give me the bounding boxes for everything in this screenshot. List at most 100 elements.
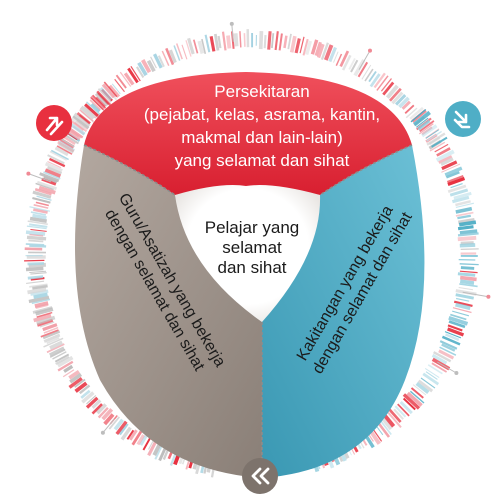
ring-pin-line	[437, 361, 457, 374]
ring-tick-top	[157, 55, 165, 68]
ring-tick-right	[458, 217, 475, 225]
ring-tick-top	[401, 100, 411, 110]
ring-tick-top	[209, 36, 216, 52]
ring-tick-left	[27, 275, 44, 280]
ring-tick-right	[426, 132, 446, 146]
ring-tick-top	[239, 31, 242, 48]
ring-tick-right	[457, 214, 472, 220]
ring-tick-left	[36, 311, 53, 318]
ring-tick-top	[316, 43, 325, 59]
ring-tick-top	[373, 72, 386, 89]
ring-tick-top	[361, 64, 372, 80]
ring-tick-right	[460, 241, 474, 245]
ring-tick-left	[43, 337, 64, 348]
ring-tick-top	[305, 40, 313, 56]
ring-tick-left	[103, 81, 118, 98]
ring-tick-left	[97, 88, 112, 103]
center-line-2: selamat	[222, 238, 282, 257]
ring-tick-top	[382, 81, 395, 96]
ring-tick-left	[54, 353, 70, 363]
ring-tick-left	[96, 90, 112, 106]
ring-tick-left	[71, 117, 86, 130]
center-line-1: Pelajar yang	[205, 218, 300, 237]
ring-tick-right	[455, 293, 474, 300]
ring-tick-top	[395, 94, 407, 106]
ring-tick-right	[451, 195, 470, 204]
ring-tick-left	[79, 105, 96, 120]
ring-tick-right	[459, 263, 479, 266]
ring-tick-left	[27, 287, 47, 295]
ring-tick-right	[421, 124, 438, 138]
ring-tick-right	[447, 327, 465, 337]
ring-tick-left	[26, 235, 47, 241]
ring-tick-top	[320, 42, 329, 60]
top-line-3: makmal dan lain-lain)	[181, 128, 343, 147]
ring-tick-right	[439, 340, 458, 350]
ring-tick-top	[267, 31, 272, 50]
ring-pin-line	[462, 291, 489, 298]
ring-tick-top	[391, 91, 404, 105]
ring-tick-top	[150, 56, 157, 69]
ring-tick-top	[333, 51, 339, 63]
ring-tick-top	[201, 38, 207, 54]
ring-tick-right	[459, 243, 476, 248]
ring-tick-left	[84, 103, 100, 118]
ring-tick-right	[445, 171, 460, 179]
ring-tick-left	[46, 337, 60, 345]
ring-tick-top	[289, 35, 297, 53]
ring-tick-top	[115, 74, 127, 89]
ring-tick-left	[46, 166, 63, 175]
ring-tick-top	[204, 34, 211, 53]
ring-tick-left	[94, 92, 109, 107]
ring-tick-left	[27, 262, 45, 266]
ring-tick-left	[44, 161, 63, 173]
ring-tick-right	[393, 408, 404, 420]
ring-tick-right	[455, 211, 474, 217]
ring-tick-top	[376, 75, 389, 91]
ring-tick-right	[460, 248, 479, 250]
ring-tick-right	[457, 232, 479, 237]
ring-tick-top	[398, 96, 410, 109]
ring-tick-right	[431, 353, 448, 365]
ring-tick-right	[438, 155, 453, 164]
ring-tick-bottom-left	[80, 389, 91, 399]
ring-tick-left	[27, 220, 48, 225]
ring-tick-left	[33, 313, 52, 323]
ring-tick-left	[36, 318, 54, 327]
ring-tick-right	[459, 229, 478, 235]
ring-tick-right	[455, 202, 475, 208]
ring-tick-top	[294, 38, 301, 54]
ring-tick-left	[29, 270, 47, 273]
ring-tick-top	[243, 33, 246, 47]
double-chevron-left-icon	[242, 458, 278, 494]
ring-tick-right	[436, 147, 451, 157]
ring-tick-bottom-left	[147, 440, 158, 457]
ring-tick-bottom-left	[142, 437, 151, 451]
ring-tick-right	[410, 387, 424, 399]
ring-tick-right	[410, 108, 427, 123]
ring-tick-top	[409, 106, 424, 120]
ring-tick-top	[364, 68, 374, 82]
ring-tick-right	[406, 391, 423, 407]
ring-tick-top	[175, 43, 183, 60]
ring-tick-top	[389, 87, 402, 102]
top-segment	[84, 72, 412, 195]
ring-tick-right	[450, 183, 463, 189]
ring-tick-left	[32, 213, 47, 220]
ring-tick-left	[29, 216, 47, 223]
ring-tick-right	[380, 416, 393, 431]
ring-tick-left	[54, 146, 69, 157]
ring-tick-left	[83, 105, 98, 119]
ring-tick-right	[441, 335, 461, 346]
ring-tick-top	[328, 46, 337, 63]
ring-tick-right	[447, 184, 467, 194]
ring-tick-left	[32, 190, 52, 199]
ring-tick-bottom-left	[86, 395, 97, 405]
ring-pin-dot	[486, 294, 491, 299]
ring-tick-left	[99, 86, 113, 101]
top-segment-text: Persekitaran (pejabat, kelas, asrama, ka…	[144, 82, 380, 170]
ring-tick-bottom-left	[101, 408, 114, 421]
ring-tick-left	[85, 101, 102, 116]
ring-tick-left	[56, 355, 74, 368]
